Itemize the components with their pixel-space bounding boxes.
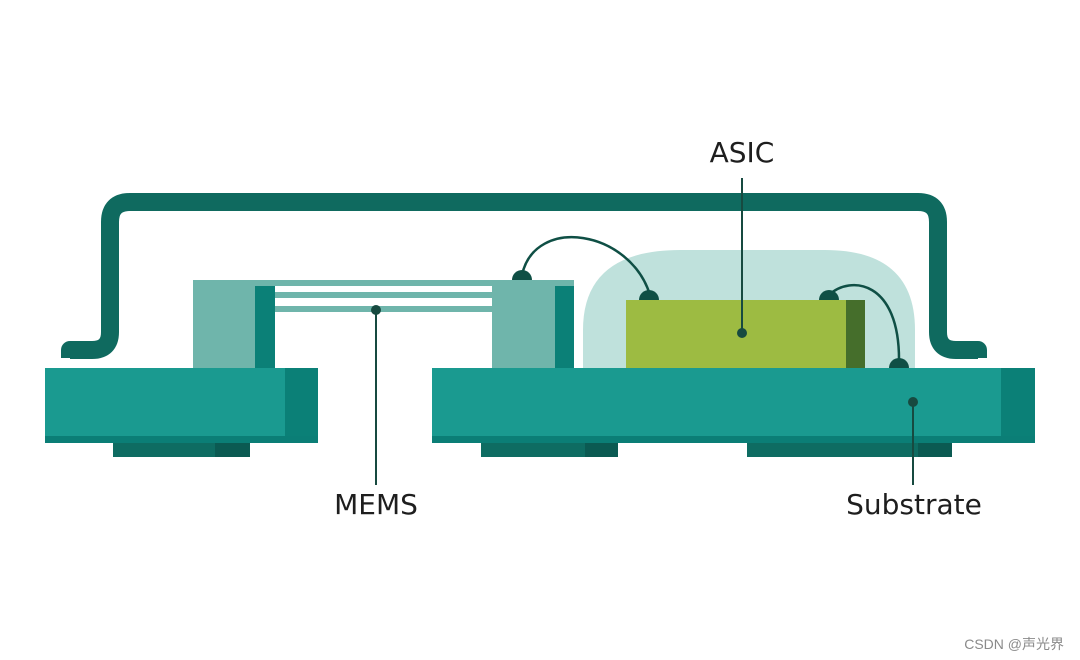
label-asic: ASIC	[710, 136, 775, 169]
label-mems: MEMS	[334, 488, 418, 521]
asic-chip	[626, 300, 865, 368]
substrate-left	[45, 368, 318, 457]
bond-wires	[520, 235, 901, 363]
package-lid	[61, 193, 987, 359]
leader-asic	[737, 178, 747, 338]
solder-pad-middle	[481, 443, 618, 457]
bond-wire-mems-asic	[520, 235, 652, 296]
substrate-right	[432, 368, 1035, 457]
solder-pad-right	[747, 443, 952, 457]
mems-backplate-1	[255, 292, 492, 298]
leader-substrate	[908, 397, 918, 485]
bond-wire-asic-substrate	[828, 283, 901, 363]
bond-pads	[512, 270, 909, 368]
mems-sensor	[193, 280, 574, 368]
watermark: CSDN @声光界	[964, 636, 1064, 652]
mems-diaphragm	[193, 280, 574, 286]
leader-mems	[371, 305, 381, 485]
label-substrate: Substrate	[846, 488, 982, 521]
